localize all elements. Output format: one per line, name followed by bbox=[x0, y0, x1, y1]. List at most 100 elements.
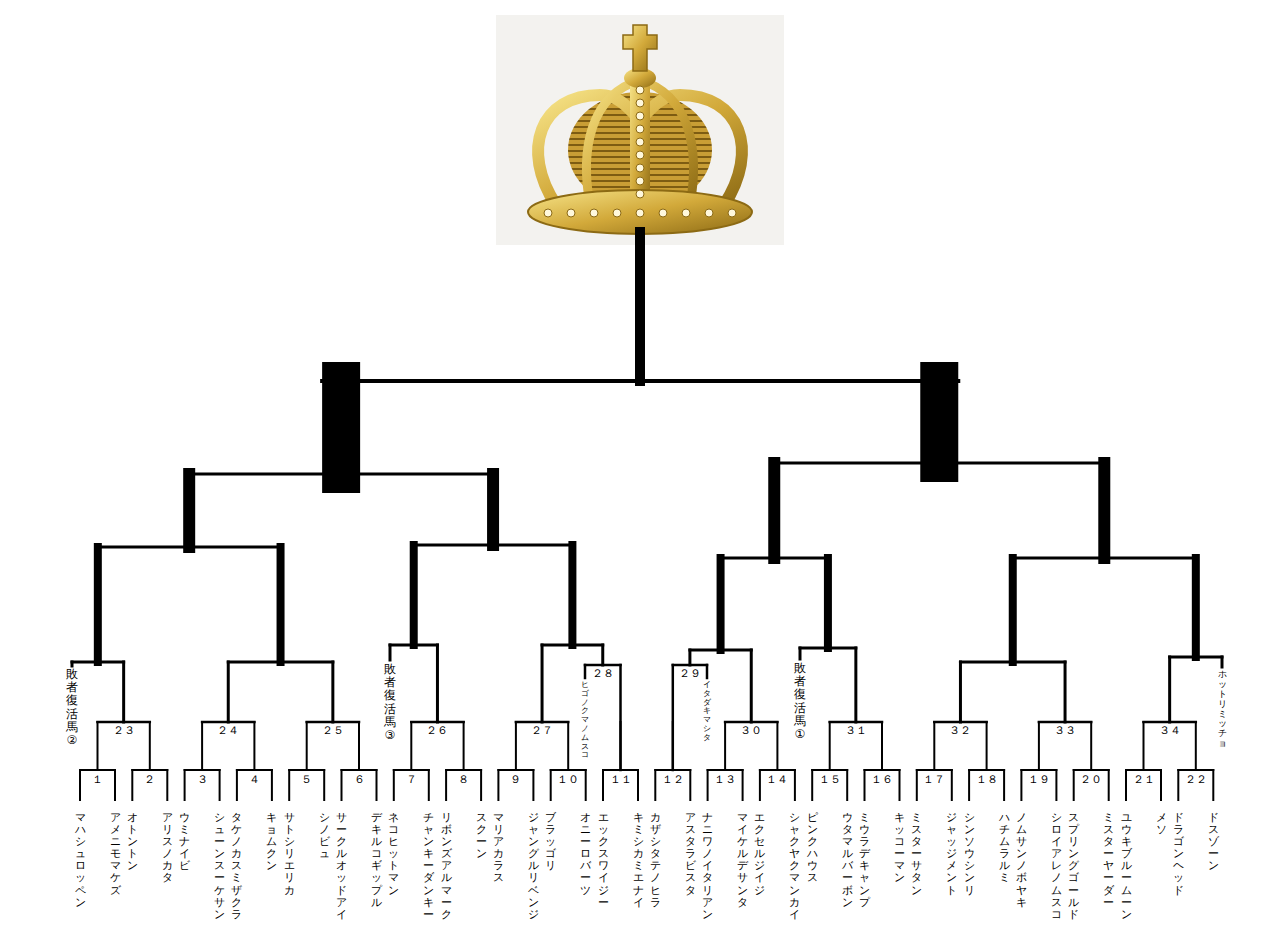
bracket-line bbox=[916, 770, 918, 800]
match-number: ２ bbox=[144, 774, 155, 786]
bracket-line bbox=[846, 770, 848, 800]
bracket-line bbox=[568, 545, 576, 645]
horse-name: ドラゴンヘッド bbox=[1173, 812, 1184, 897]
bracket-line bbox=[331, 662, 334, 722]
horse-name: キョムクン bbox=[266, 812, 277, 872]
bracket-line bbox=[341, 770, 343, 800]
horse-name: チャンキーダンキー bbox=[423, 812, 434, 921]
crown-cross bbox=[623, 25, 657, 71]
bracket-line bbox=[637, 770, 639, 800]
bracket-line bbox=[122, 662, 125, 722]
match-number: １８ bbox=[976, 774, 998, 786]
horse-name: シューンスーケサン bbox=[214, 812, 225, 921]
bracket-line bbox=[131, 770, 133, 800]
bracket-line bbox=[799, 648, 802, 659]
bracket-line bbox=[1195, 722, 1197, 770]
horse-name: ナニワノイタリアン bbox=[702, 812, 713, 921]
horse-name: アスタラビスタ bbox=[685, 812, 696, 897]
bracket-line bbox=[97, 722, 99, 770]
bracket-line bbox=[94, 547, 102, 662]
bracket-line bbox=[619, 665, 622, 770]
bracket-line bbox=[601, 645, 604, 665]
horse-name: ブラッゴリ bbox=[545, 812, 556, 872]
bracket-line bbox=[1090, 722, 1092, 770]
horse-name: オニーロバーツ bbox=[580, 812, 591, 897]
bracket-line bbox=[389, 645, 392, 660]
match-number: ２８ bbox=[592, 668, 614, 680]
bracket-line bbox=[497, 770, 499, 800]
crown-ground bbox=[496, 15, 784, 245]
entry-name: 敗者復活馬③ bbox=[384, 663, 396, 742]
bracket-line bbox=[166, 770, 168, 800]
horse-name: ノムサンノボヤキ bbox=[1016, 812, 1027, 909]
bracket-line bbox=[288, 770, 290, 800]
horse-name: シンソウシンリ bbox=[964, 812, 975, 897]
bracket-line bbox=[585, 770, 587, 800]
bracket-line bbox=[854, 648, 857, 722]
horse-name: ウタマルバーボン bbox=[842, 812, 853, 909]
crown-jewels bbox=[544, 86, 736, 217]
bracket-line bbox=[445, 770, 447, 800]
match-number: ２３ bbox=[113, 725, 135, 737]
horse-name: ジャングルリベンジ bbox=[528, 812, 539, 921]
bracket-line bbox=[1143, 722, 1145, 770]
bracket-line bbox=[1064, 662, 1067, 722]
bracket-line bbox=[1003, 770, 1005, 800]
crown-jewel bbox=[636, 209, 644, 217]
horse-name: スクーン bbox=[476, 812, 487, 860]
bracket-line bbox=[183, 474, 195, 547]
bracket-line bbox=[689, 770, 691, 800]
bracket-line bbox=[768, 463, 780, 558]
horse-name: マリアカラス bbox=[493, 812, 504, 885]
match-number: ３４ bbox=[1159, 725, 1181, 737]
bracket-line bbox=[487, 474, 499, 545]
bracket-line bbox=[541, 645, 544, 722]
match-number: ６ bbox=[354, 774, 365, 786]
entry-name: ヒゴノクマノムスコ bbox=[581, 681, 589, 760]
horse-name: エックスワイジー bbox=[598, 812, 609, 909]
bracket-line bbox=[253, 722, 255, 770]
horse-name: ミスターヤーダー bbox=[1103, 812, 1114, 909]
bracket-line bbox=[933, 722, 935, 770]
crown-jewel bbox=[728, 209, 736, 217]
entry-name: ホットリミッチョ bbox=[1218, 670, 1227, 749]
match-number: ７ bbox=[406, 774, 417, 786]
horse-name: デキルコギップル bbox=[371, 812, 382, 909]
crown-jewel bbox=[636, 99, 644, 107]
crown-jewel bbox=[636, 190, 644, 198]
bracket-line bbox=[114, 770, 116, 800]
crown-jewel bbox=[567, 209, 575, 217]
horse-name: シロイアレノムスコ bbox=[1051, 812, 1062, 921]
match-number: ５ bbox=[301, 774, 312, 786]
crown-jewel bbox=[636, 164, 644, 172]
crown-jewel bbox=[636, 86, 644, 94]
bracket-line bbox=[706, 665, 709, 678]
bracket-line bbox=[227, 662, 230, 722]
match-number: ８ bbox=[458, 774, 469, 786]
match-number: ２９ bbox=[679, 668, 701, 680]
bracket-line bbox=[688, 650, 691, 665]
bracket-line bbox=[654, 770, 656, 800]
horse-name: リボンズアルマーク bbox=[441, 812, 452, 921]
horse-name: ミスターサタン bbox=[911, 812, 922, 897]
bracket-line bbox=[201, 722, 203, 770]
horse-name: ミウラデキャンプ bbox=[859, 812, 870, 909]
bracket-line bbox=[707, 770, 709, 800]
horse-name: タケノカスミザクラ bbox=[231, 812, 242, 921]
bracket-line bbox=[824, 558, 832, 648]
horse-name: アメニモマケズ bbox=[110, 812, 121, 897]
horse-name: サークルオッドアイ bbox=[336, 812, 347, 921]
bracket-line bbox=[376, 770, 378, 800]
crown-jewel bbox=[544, 209, 552, 217]
bracket-line bbox=[899, 770, 901, 800]
bracket-line bbox=[635, 232, 645, 381]
bracket-line bbox=[1073, 770, 1075, 800]
horse-name: ピンクハウス bbox=[807, 812, 818, 885]
bracket-line bbox=[219, 770, 221, 800]
bracket-line bbox=[532, 770, 534, 800]
match-number: ２５ bbox=[322, 725, 344, 737]
bracket-line bbox=[750, 650, 753, 722]
horse-name: カザシタテノヒラ bbox=[650, 812, 661, 909]
